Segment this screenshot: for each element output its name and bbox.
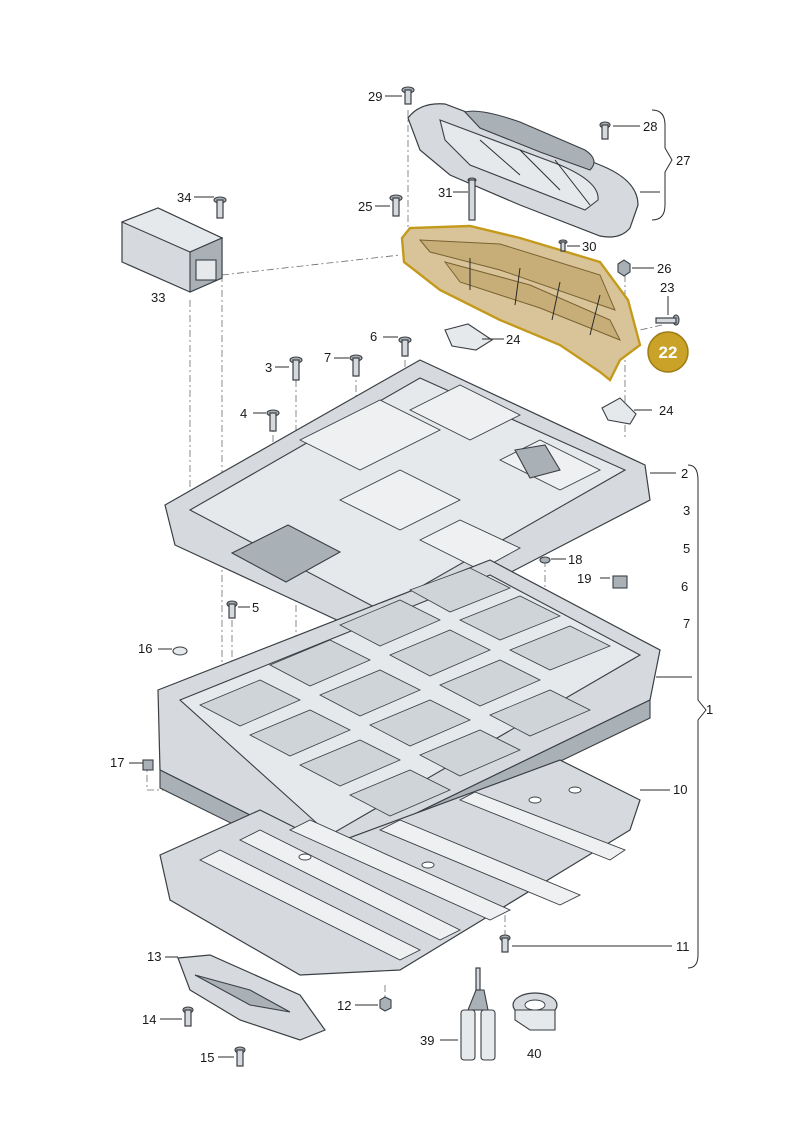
screw-30 <box>558 239 568 252</box>
battery-cell-grid <box>199 567 611 817</box>
housing-cover-part-2 <box>164 359 651 641</box>
screw-7 <box>349 354 363 377</box>
callout-19: 19 <box>577 571 591 586</box>
bolt-31 <box>467 177 477 221</box>
highlighted-frame-part-22 <box>400 224 642 382</box>
callout-7: 7 <box>324 350 331 365</box>
callout-1: 1 <box>706 702 713 717</box>
screw-15 <box>234 1046 246 1067</box>
bushing-17 <box>142 759 154 771</box>
callout-39: 39 <box>420 1033 434 1048</box>
fasteners <box>142 86 680 1067</box>
gaskets-part-24 <box>444 323 637 425</box>
callout-7-right: 7 <box>683 616 690 631</box>
highlight-badge: 22 <box>647 331 689 373</box>
nut-26 <box>617 259 631 277</box>
screw-5 <box>226 600 238 619</box>
leader-lines <box>129 95 707 1058</box>
callout-14: 14 <box>142 1012 156 1027</box>
screw-23 <box>655 314 680 326</box>
callout-12: 12 <box>337 998 351 1013</box>
underbody-shield-part-10 <box>159 759 641 976</box>
callout-11: 11 <box>676 939 690 954</box>
callout-40: 40 <box>527 1046 541 1061</box>
screw-11 <box>499 934 511 953</box>
nut-18 <box>539 556 551 564</box>
screw-3 <box>289 356 303 381</box>
callout-29: 29 <box>368 89 382 104</box>
callout-28: 28 <box>643 119 657 134</box>
callout-18: 18 <box>568 552 582 567</box>
screw-25 <box>389 194 403 217</box>
callout-17: 17 <box>110 755 124 770</box>
badge-circle <box>647 331 689 373</box>
callout-5-right: 5 <box>683 541 690 556</box>
callout-2: 2 <box>681 466 688 481</box>
callout-15: 15 <box>200 1050 214 1065</box>
callout-3-right: 3 <box>683 503 690 518</box>
screw-29 <box>401 86 415 105</box>
callout-30: 30 <box>582 239 596 254</box>
screw-34 <box>213 196 227 219</box>
callout-24-upper: 24 <box>506 332 520 347</box>
callout-6-right: 6 <box>681 579 688 594</box>
callout-26: 26 <box>657 261 671 276</box>
tape-roll-part-40 <box>512 992 558 1031</box>
screw-4 <box>266 409 280 432</box>
callout-13: 13 <box>147 949 161 964</box>
screw-28 <box>599 121 611 140</box>
sealant-cartridges-part-39 <box>460 967 496 1061</box>
callout-23: 23 <box>660 280 674 295</box>
callout-31: 31 <box>438 185 452 200</box>
callout-34: 34 <box>177 190 191 205</box>
callout-10: 10 <box>673 782 687 797</box>
callout-labels: 29 28 27 31 34 25 30 26 23 33 6 24 24 3 … <box>110 89 713 1065</box>
plug-16 <box>172 646 188 656</box>
callout-3: 3 <box>265 360 272 375</box>
control-module-part-33 <box>120 207 224 293</box>
screw-6 <box>398 336 412 357</box>
badge-label: 22 <box>659 343 678 362</box>
nut-12 <box>379 996 392 1012</box>
callout-33: 33 <box>151 290 165 305</box>
callout-27: 27 <box>676 153 690 168</box>
callout-24-lower: 24 <box>659 403 673 418</box>
battery-tray-part-1 <box>157 559 661 873</box>
callout-6: 6 <box>370 329 377 344</box>
screw-14 <box>182 1006 194 1027</box>
guard-plate-part-13 <box>177 954 326 1041</box>
callout-25: 25 <box>358 199 372 214</box>
clip-19 <box>612 575 628 589</box>
top-cover-part-27 <box>407 103 639 238</box>
callout-16: 16 <box>138 641 152 656</box>
callout-5: 5 <box>252 600 259 615</box>
callout-4: 4 <box>240 406 247 421</box>
